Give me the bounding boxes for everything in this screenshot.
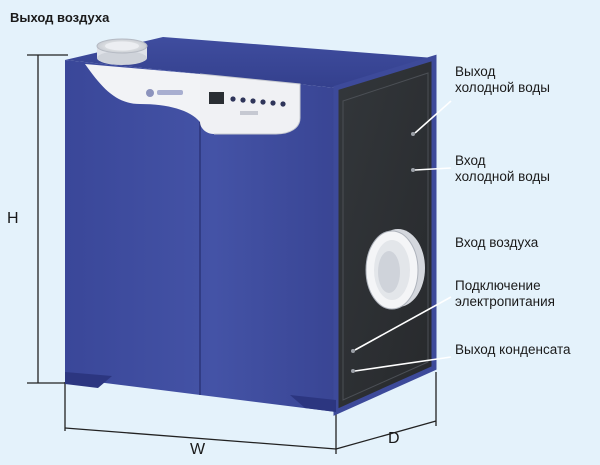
- air-outlet-duct: [96, 38, 148, 65]
- unit-base-left: [65, 372, 112, 388]
- dimension-width-label: W: [190, 441, 206, 458]
- label-air-inlet: Вход воздуха: [455, 235, 539, 250]
- label-power-connection: Подключение электропитания: [455, 278, 555, 310]
- logo-icon: [146, 89, 154, 97]
- unit-top-face: [65, 37, 434, 88]
- unit-side-frame: [333, 54, 437, 416]
- unit-base-right: [290, 395, 336, 412]
- control-display: [209, 92, 224, 104]
- label-air-outlet: Выход воздуха: [10, 10, 110, 25]
- air-inlet-duct: [365, 229, 425, 310]
- side-ports: [351, 132, 415, 373]
- control-buttons: [230, 96, 286, 107]
- dimension-depth-label: D: [388, 430, 400, 447]
- width-dimension: [64, 382, 337, 454]
- label-condensate-outlet: Выход конденсата: [455, 342, 571, 357]
- control-panel: [85, 64, 200, 122]
- dimension-height-label: H: [7, 210, 19, 227]
- label-cold-water-inlet: Вход холодной воды: [455, 153, 550, 185]
- label-cold-water-outlet: Выход холодной воды: [455, 64, 550, 96]
- height-dimension: [27, 54, 68, 384]
- leader-lines: [354, 100, 452, 372]
- depth-dimension: [335, 372, 437, 450]
